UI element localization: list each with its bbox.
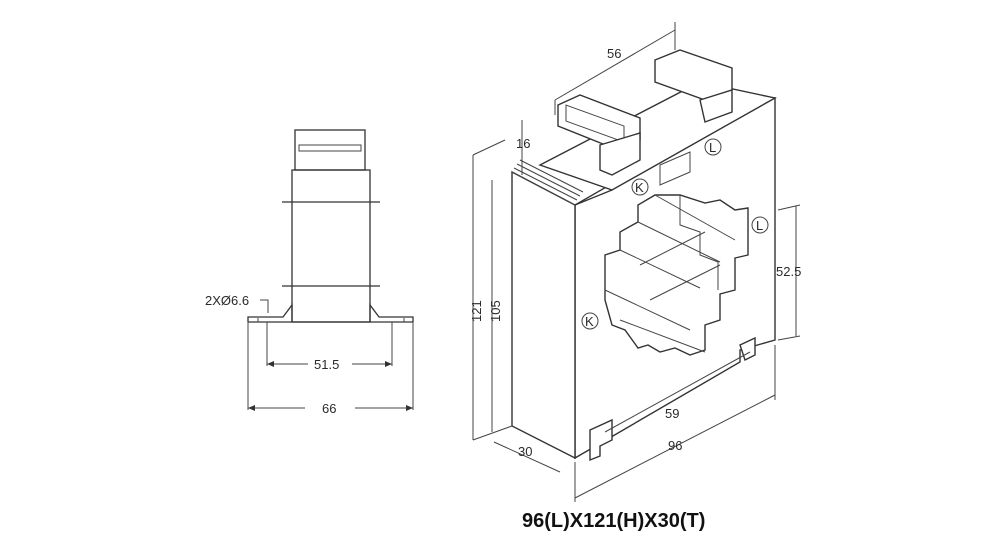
terminal-l-upper: L: [709, 140, 716, 155]
iso-view: K L K L 56 16 121 105 30 52.5: [469, 22, 801, 502]
terminal-k-upper: K: [635, 180, 644, 195]
thickness-label: 30: [518, 444, 532, 459]
width-dimension-label: 66: [322, 401, 336, 416]
side-view: 2XØ6.6 51.5 66: [205, 129, 414, 416]
terminal-height-label: 16: [516, 136, 530, 151]
total-height-label: 121: [469, 300, 484, 322]
body-height-label: 105: [488, 300, 503, 322]
top-width-label: 56: [607, 46, 621, 61]
hole-dimension-label: 2XØ6.6: [205, 293, 249, 308]
inner-width-label: 59: [665, 406, 679, 421]
length-label: 96: [668, 438, 682, 453]
pitch-dimension-label: 51.5: [314, 357, 339, 372]
window-height-label: 52.5: [776, 264, 801, 279]
terminal-l-lower: L: [756, 218, 763, 233]
terminal-k-lower: K: [585, 314, 594, 329]
dimension-caption: 96(L)X121(H)X30(T): [522, 510, 705, 532]
